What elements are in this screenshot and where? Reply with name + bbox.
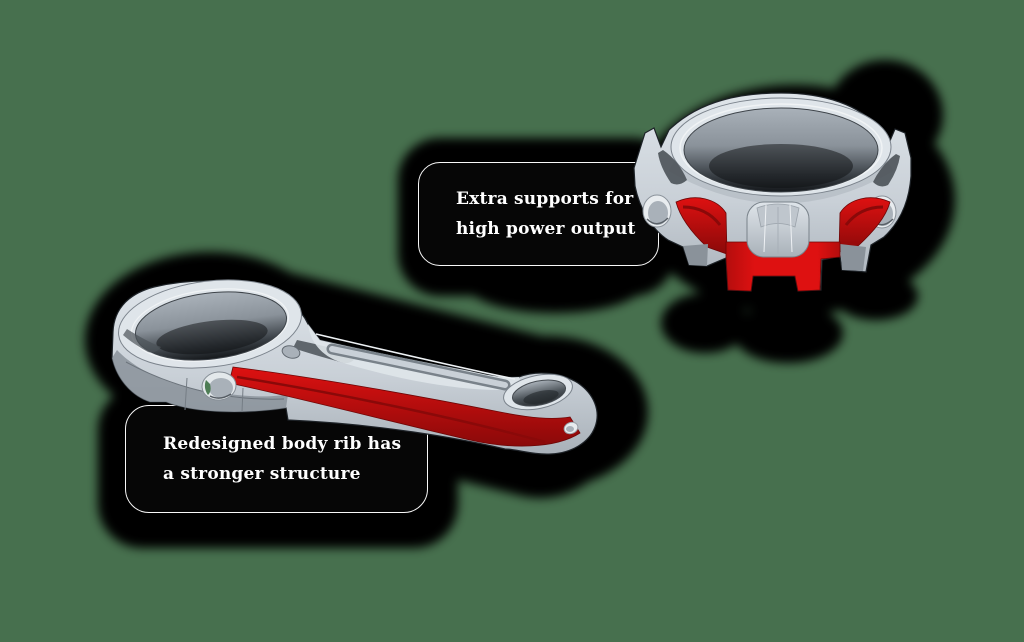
red-support-right-shade [844, 205, 884, 226]
red-support-base [725, 241, 841, 292]
side-tab-right [840, 244, 866, 271]
crank-bore-lip [679, 103, 883, 193]
pin-hole-inner [566, 426, 574, 432]
beam-channel-floor [329, 346, 508, 388]
callout-text-line: high power output [456, 219, 636, 239]
red-support-right [838, 197, 891, 253]
beam-top-face [308, 324, 523, 391]
rod-bolt-hole-shade [209, 393, 232, 399]
cap-under-rim-shading [668, 158, 894, 204]
beam-stub-boss [746, 201, 810, 258]
red-support-left [675, 197, 728, 255]
big-end-bore-pool [156, 319, 268, 355]
small-end-bore-pool [523, 390, 559, 404]
bolt-hole-right-rim [867, 195, 897, 229]
bolt-hole-right-shade [871, 218, 894, 226]
bolt-hole-right [867, 195, 897, 229]
shadow-cap-body [635, 85, 955, 315]
small-end-pin-hole [563, 421, 579, 435]
big-end-rim [118, 279, 302, 369]
rod-bolt-hole-inner [209, 378, 233, 398]
crank-bore-shadow-pool [709, 144, 853, 188]
top-face-slot-left [123, 329, 161, 353]
shadow-big-end [85, 252, 335, 428]
beam-stub-seam-light [763, 204, 793, 253]
big-end-cap-figure [633, 92, 912, 292]
small-end-bore [511, 379, 567, 407]
pin-hole-rim [563, 421, 579, 435]
red-support-left-shade [682, 205, 722, 226]
shadow-foot-right [834, 272, 918, 320]
crank-bore [683, 107, 879, 193]
top-face-slot-right [293, 340, 357, 364]
bolt-hole-right-inner [873, 202, 893, 226]
callout-text-line: Redesigned body rib has [163, 434, 402, 454]
big-end-bore [134, 291, 288, 361]
callout-text-line: a stronger structure [163, 464, 361, 484]
rod-cap-region [112, 350, 288, 412]
beam-ridge-highlight [315, 333, 516, 380]
callout-text-line: Extra supports for [456, 189, 634, 209]
rod-cap-seam [125, 361, 285, 400]
cap-slot-left [658, 150, 687, 185]
top-face-dimple [281, 345, 301, 359]
cap-slot-right [873, 154, 900, 187]
cap-silhouette [633, 92, 912, 292]
shadow-small-end [448, 336, 648, 488]
rod-bolt-hole-rim [201, 371, 237, 401]
big-end-lip [130, 288, 290, 362]
rod-bolt-hole-green-reflection [204, 380, 211, 395]
callout-extra-supports: Extra supports for high power output [418, 162, 659, 266]
shadow-cap-upper-right [827, 60, 943, 170]
beam-channel-outline [326, 343, 511, 391]
small-end-rim [503, 373, 573, 411]
beam-stub-pocket [756, 203, 800, 228]
side-tab-left [683, 244, 708, 266]
shadow-foot-left [661, 293, 749, 353]
crank-bore-rim [670, 97, 892, 197]
shadow-foot-center [733, 303, 843, 363]
big-end-bolt-hole [201, 371, 237, 401]
callout-body-rib: Redesigned body rib has a stronger struc… [125, 405, 428, 513]
beam-stub-body [746, 201, 810, 258]
